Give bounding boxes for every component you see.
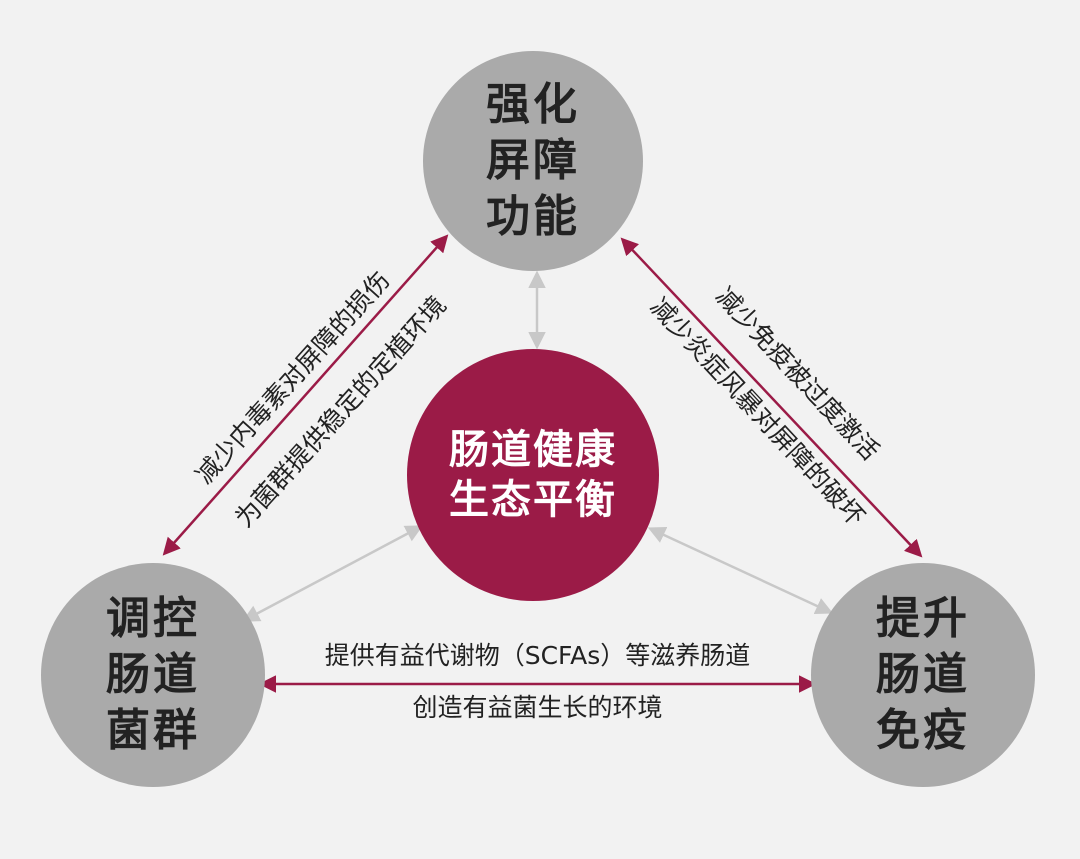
node-left-line-3: 菌群 [106,705,200,756]
node-right-line-3: 免疫 [876,705,970,756]
node-center-line-2: 生态平衡 [449,477,617,523]
node-regulate-flora: 调控 肠道 菌群 [41,563,265,787]
arrow-top-right [620,237,923,558]
edge-left-right-upper-label: 提供有益代谢物（SCFAs）等滋养肠道 [324,641,751,670]
node-center-line-1: 肠道健康 [449,427,617,473]
node-left-line-2: 肠道 [106,649,200,700]
node-right-line-1: 提升 [876,593,970,644]
node-top-line-3: 功能 [486,191,580,242]
node-top-line-1: 强化 [486,79,580,130]
node-left-line-1: 调控 [106,593,200,644]
edge-left-right-lower-label: 创造有益菌生长的环境 [412,693,663,722]
node-right-line-2: 肠道 [876,649,970,700]
node-gut-balance: 肠道健康 生态平衡 [407,349,659,601]
node-strengthen-barrier: 强化 屏障 功能 [423,51,643,271]
arrow-right-center [647,526,834,615]
node-top-line-2: 屏障 [486,135,580,186]
arrow-left-center [241,525,424,622]
node-boost-immunity: 提升 肠道 免疫 [811,563,1035,787]
arrow-left-top [162,234,449,556]
